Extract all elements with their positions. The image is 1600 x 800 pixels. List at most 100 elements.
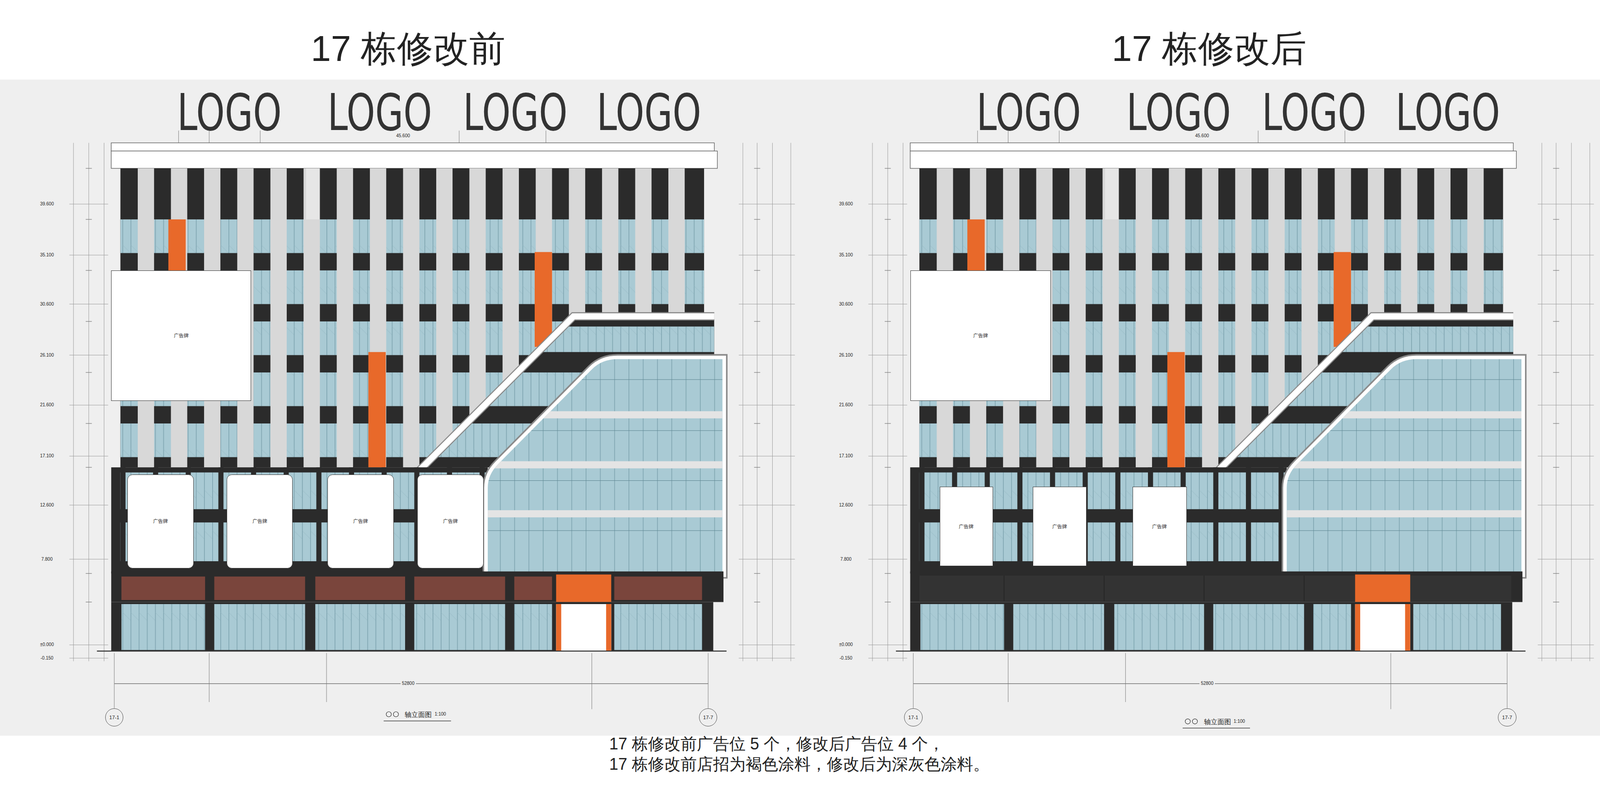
drafting-line bbox=[69, 204, 109, 205]
heading-text: 17 栋修改后 bbox=[1111, 30, 1307, 67]
drafting-line bbox=[85, 219, 93, 220]
logo-text: LOGO bbox=[1126, 87, 1231, 138]
dimension-text: -0.150 bbox=[40, 656, 54, 661]
dimension-text: 7.800 bbox=[840, 557, 852, 562]
facade-part bbox=[910, 151, 1517, 169]
drafting-line bbox=[209, 653, 210, 703]
facade-part bbox=[168, 219, 186, 271]
drafting-line bbox=[754, 573, 761, 574]
dimension-text: 45.600 bbox=[396, 133, 411, 139]
drafting-line bbox=[97, 650, 727, 652]
drafting-line bbox=[383, 720, 452, 722]
drafting-line bbox=[884, 321, 891, 322]
node-text: 广告牌 bbox=[252, 517, 268, 525]
drafting-line bbox=[754, 219, 761, 220]
heading-text: 17 栋修改前广告位 5 个，修改后广告位 4 个， bbox=[609, 736, 945, 753]
facade-part bbox=[920, 604, 1004, 651]
facade-part bbox=[1213, 604, 1305, 651]
facade-part bbox=[306, 168, 320, 220]
node-text: 17-7 bbox=[1502, 714, 1512, 721]
drafting-line bbox=[85, 467, 93, 468]
facade-part bbox=[555, 574, 612, 602]
dimension-text: 1:100 bbox=[1233, 719, 1246, 724]
dimension-text: 26.100 bbox=[40, 353, 55, 358]
facade-part bbox=[1115, 467, 1121, 574]
drafting-line bbox=[85, 573, 93, 574]
drafting-line bbox=[85, 270, 93, 271]
drafting-line bbox=[326, 653, 327, 703]
ad-board: 广告牌 bbox=[226, 474, 294, 569]
drafting-line bbox=[69, 657, 109, 659]
index-mark bbox=[386, 711, 392, 717]
axis-bubble: 17-1 bbox=[105, 708, 124, 728]
facade-part bbox=[479, 510, 730, 518]
node-text: 广告牌 bbox=[1152, 523, 1167, 531]
drafting-line bbox=[85, 167, 93, 169]
drafting-line bbox=[913, 653, 914, 709]
drafting-line bbox=[884, 372, 891, 373]
drafting-line bbox=[69, 255, 109, 256]
drafting-line bbox=[1553, 167, 1560, 169]
drafting-line bbox=[738, 644, 795, 646]
ad-board: 广告牌 bbox=[1032, 486, 1087, 567]
node-text: 17-1 bbox=[109, 714, 120, 721]
dimension-text: 21.600 bbox=[40, 402, 55, 408]
logo-text: LOGO bbox=[976, 87, 1081, 138]
facade-part bbox=[910, 142, 1514, 151]
drafting-line bbox=[1278, 480, 1529, 481]
drafting-line bbox=[69, 644, 109, 646]
drafting-line bbox=[1125, 653, 1126, 703]
drafting-line bbox=[754, 270, 761, 271]
drafting-line bbox=[884, 270, 891, 271]
drafting-line bbox=[754, 321, 761, 322]
dimension-text: ±0.000 bbox=[839, 642, 854, 648]
drafting-line bbox=[458, 130, 460, 143]
drafting-line bbox=[1007, 653, 1009, 703]
drafting-line bbox=[73, 142, 74, 662]
dimension-text: 12.600 bbox=[839, 503, 854, 508]
index-mark bbox=[393, 711, 399, 717]
dimension-text: 12.600 bbox=[40, 503, 55, 508]
drafting-line bbox=[1553, 573, 1560, 574]
facade-part bbox=[111, 467, 488, 574]
node-text: 广告牌 bbox=[958, 523, 974, 531]
logo-text: LOGO bbox=[596, 87, 701, 138]
drafting-line bbox=[114, 653, 115, 709]
ad-board: 广告牌 bbox=[111, 270, 252, 402]
drafting-line bbox=[1571, 142, 1572, 662]
facade-part bbox=[1235, 168, 1252, 468]
facade-part bbox=[403, 168, 420, 468]
drafting-line bbox=[738, 559, 795, 560]
ad-board: 广告牌 bbox=[939, 486, 993, 567]
facade-part bbox=[534, 251, 552, 347]
node-text: 广告牌 bbox=[973, 332, 989, 340]
drafting-line bbox=[1003, 575, 1005, 602]
facade-part bbox=[316, 467, 322, 574]
drafting-line bbox=[1537, 405, 1594, 406]
facade-part bbox=[514, 604, 553, 651]
drafting-line bbox=[868, 204, 908, 205]
facade-part bbox=[270, 168, 287, 468]
drafting-line bbox=[742, 142, 743, 662]
drafting-line bbox=[1537, 456, 1594, 457]
facade-part bbox=[414, 604, 505, 651]
heading-text: 17 栋修改前 bbox=[310, 30, 506, 67]
dimension-text: 35.100 bbox=[40, 252, 55, 258]
drafting-line bbox=[754, 167, 761, 169]
facade-part bbox=[121, 604, 206, 651]
drafting-line bbox=[754, 423, 761, 424]
logo-text: LOGO bbox=[1262, 87, 1367, 138]
building-elevation bbox=[69, 130, 796, 722]
drafting-line bbox=[1258, 130, 1259, 143]
dimension-text: 轴立面图 bbox=[404, 711, 432, 719]
drafting-line bbox=[738, 504, 795, 506]
dimension-text: 1:100 bbox=[434, 712, 447, 717]
drafting-line bbox=[1553, 601, 1560, 603]
dimension-text: 21.600 bbox=[839, 402, 854, 408]
facade-part bbox=[555, 604, 561, 652]
drafting-line bbox=[479, 430, 730, 431]
drafting-line bbox=[754, 372, 761, 373]
drafting-line bbox=[1541, 142, 1543, 662]
drafting-line bbox=[85, 321, 93, 322]
